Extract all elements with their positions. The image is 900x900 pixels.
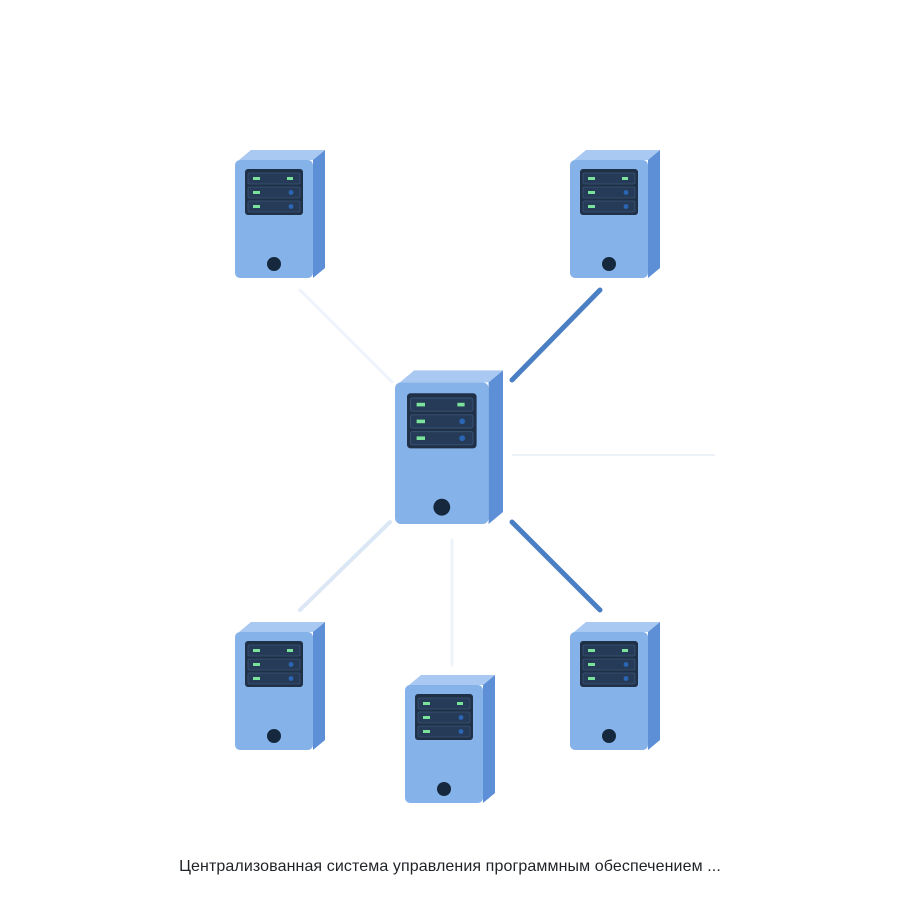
server-bottom-right-icon <box>570 620 662 761</box>
server-bottom-left-icon <box>235 620 327 761</box>
diagram-caption: Централизованная система управления прог… <box>179 858 721 875</box>
link-central-to-bottom-left <box>298 520 392 612</box>
server-bottom-center-icon <box>405 673 497 814</box>
server-top-right-icon <box>570 148 662 289</box>
link-central-to-top-left <box>298 288 394 384</box>
link-central-to-bottom-right <box>509 519 603 613</box>
link-central-to-top-right <box>509 287 603 383</box>
server-top-left-icon <box>235 148 327 289</box>
central-server-icon <box>395 368 505 536</box>
